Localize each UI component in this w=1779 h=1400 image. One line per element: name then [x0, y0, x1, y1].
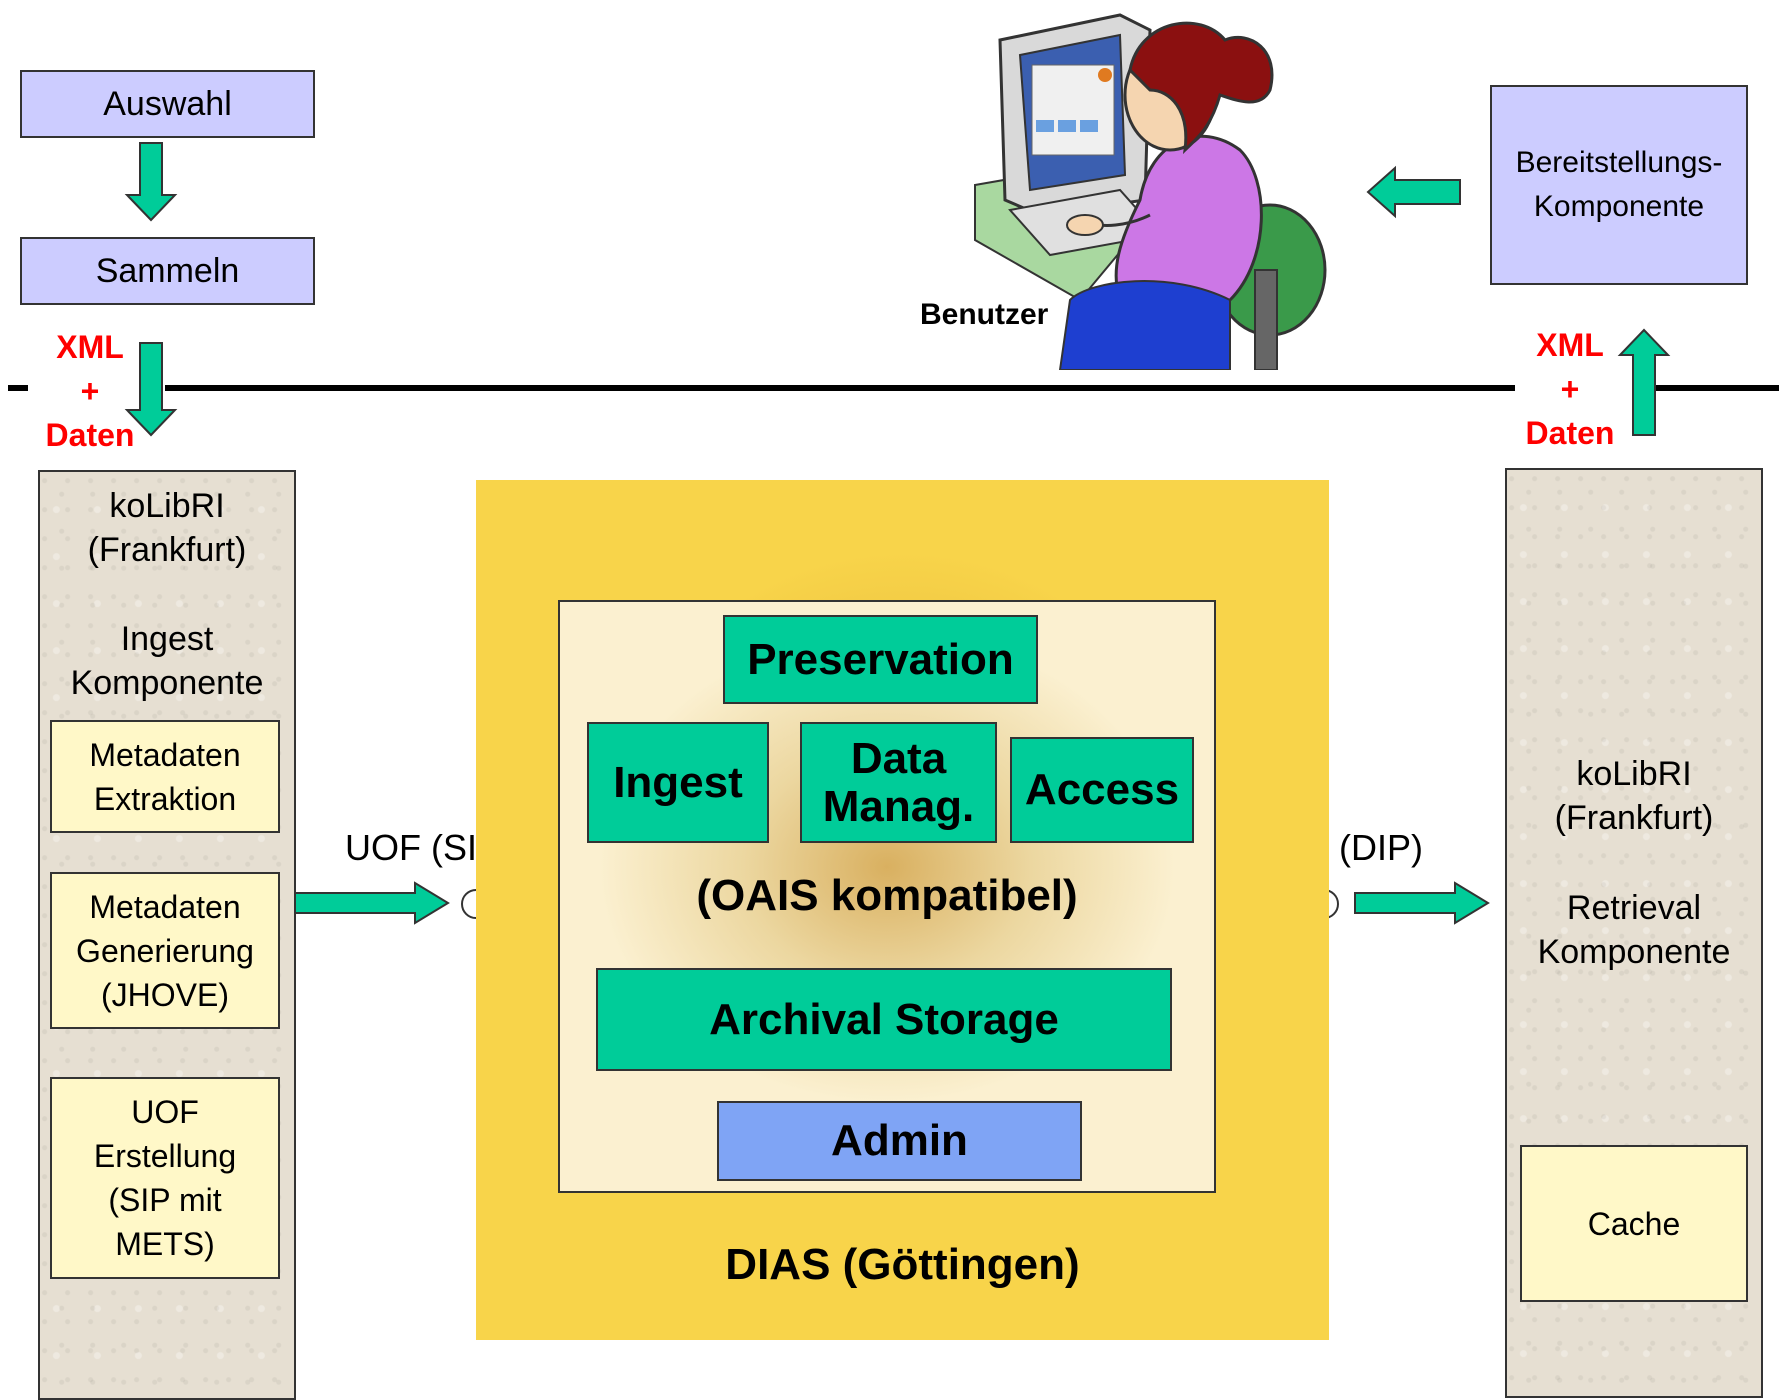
arrow-down-sammeln-kolibri [124, 342, 178, 437]
bereitstellung-line1: Bereitstellungs- [1515, 146, 1723, 179]
kolibri-left-subtitle: Ingest Komponente [38, 617, 296, 705]
box2-line3: (JHOVE) [101, 976, 229, 1013]
arrow-right-sip [294, 881, 450, 925]
bereitstellung-box: Bereitstellungs- Komponente [1490, 85, 1748, 285]
box3-line3: (SIP mit [108, 1182, 222, 1218]
kolibri-right-sub1: Retrieval [1566, 889, 1702, 927]
transfer-left-line3: Daten [45, 417, 135, 453]
sammeln-box: Sammeln [20, 237, 315, 305]
box2-line1: Metadaten [89, 888, 241, 925]
data-manag-line1: Data [850, 733, 947, 783]
dias-title: DIAS (Göttingen) [725, 1240, 1080, 1289]
kolibri-right-title1: koLibRI [1576, 755, 1692, 793]
admin-label: Admin [831, 1116, 968, 1165]
ingest-label: Ingest [613, 757, 743, 807]
transfer-label-right: XML + Daten [1520, 323, 1620, 455]
cache-box: Cache [1520, 1145, 1748, 1302]
box2-line2: Generierung [76, 932, 254, 969]
box3-line2: Erstellung [93, 1138, 237, 1174]
oais-label: (OAIS kompatibel) [696, 871, 1078, 920]
arrow-down-auswahl-sammeln [124, 142, 178, 222]
benutzer-label: Benutzer [920, 298, 1049, 331]
cache-label: Cache [1587, 1205, 1681, 1242]
sammeln-label: Sammeln [95, 251, 240, 290]
kolibri-left-title2: (Frankfurt) [87, 531, 247, 569]
box3-line1: UOF [131, 1094, 199, 1130]
transfer-left-line2: + [80, 373, 100, 409]
box1-line1: Metadaten [89, 736, 241, 773]
ingest-box: Ingest [587, 722, 769, 843]
auswahl-box: Auswahl [20, 70, 315, 138]
arrow-right-dip [1354, 881, 1490, 925]
transfer-left-line1: XML [56, 329, 124, 365]
box1-line2: Extraktion [93, 780, 237, 817]
data-manag-line2: Manag. [822, 781, 975, 831]
metadaten-generierung-box: Metadaten Generierung (JHOVE) [50, 872, 280, 1029]
transfer-right-line1: XML [1536, 327, 1604, 363]
transfer-right-line2: + [1560, 371, 1580, 407]
access-label: Access [1024, 765, 1180, 814]
kolibri-left-sub2: Komponente [70, 664, 264, 702]
preservation-box: Preservation [723, 615, 1038, 704]
auswahl-label: Auswahl [103, 84, 232, 123]
kolibri-left-sub1: Ingest [120, 620, 214, 658]
metadaten-extraktion-box: Metadaten Extraktion [50, 720, 280, 833]
admin-box: Admin [717, 1101, 1082, 1181]
archival-storage-label: Archival Storage [709, 994, 1059, 1044]
kolibri-right-title: koLibRI (Frankfurt) [1505, 752, 1763, 840]
bereitstellung-line2: Komponente [1533, 190, 1705, 223]
kolibri-right-title2: (Frankfurt) [1554, 799, 1714, 837]
box3-line4: METS) [115, 1226, 215, 1262]
data-management-box: Data Manag. [800, 722, 997, 843]
preservation-label: Preservation [747, 634, 1014, 684]
kolibri-left-title1: koLibRI [109, 487, 225, 525]
uof-erstellung-box: UOF Erstellung (SIP mit METS) [50, 1077, 280, 1279]
transfer-right-line3: Daten [1525, 415, 1615, 451]
arrow-up-right [1617, 328, 1671, 436]
kolibri-right-sub2: Komponente [1537, 933, 1731, 971]
kolibri-right-subtitle: Retrieval Komponente [1505, 886, 1763, 974]
kolibri-left-title: koLibRI (Frankfurt) [38, 484, 296, 572]
access-box: Access [1010, 737, 1194, 843]
arrow-left-benutzer [1366, 165, 1461, 219]
transfer-label-left: XML + Daten [40, 325, 140, 457]
archival-storage-box: Archival Storage [596, 968, 1172, 1071]
user-computer-illustration [974, 13, 1327, 370]
